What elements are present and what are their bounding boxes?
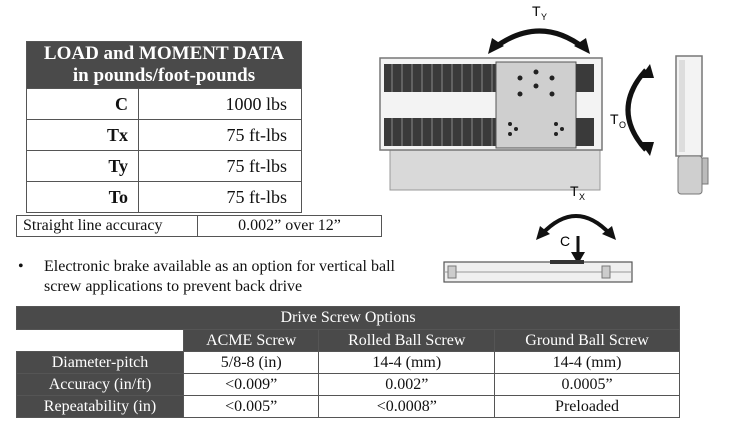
- slide-diagram: T Y T O: [379, 3, 709, 283]
- table-cell: 14-4 (mm): [494, 351, 680, 374]
- slide-end-view: [675, 55, 709, 195]
- table-row: Ty 75 ft-lbs: [26, 150, 302, 182]
- header-blank-cell: [16, 329, 184, 352]
- table-header-row: ACME Screw Rolled Ball Screw Ground Ball…: [16, 329, 680, 352]
- column-header: Rolled Ball Screw: [318, 329, 496, 352]
- table-row: Accuracy (in/ft) <0.009” 0.002” 0.0005”: [16, 373, 680, 396]
- load-table-header: LOAD and MOMENT DATA in pounds/foot-poun…: [26, 41, 302, 89]
- row-label: Diameter-pitch: [16, 351, 184, 374]
- tx-sub-label: X: [579, 192, 585, 202]
- drive-screw-table: Drive Screw Options ACME Screw Rolled Ba…: [16, 306, 680, 418]
- column-header: ACME Screw: [182, 329, 320, 352]
- load-value: 75 ft-lbs: [138, 181, 302, 213]
- tx-rotation-arrow: [540, 214, 612, 236]
- accuracy-table: Straight line accuracy 0.002” over 12”: [16, 215, 382, 237]
- ty-sub-label: Y: [541, 12, 547, 22]
- slide-top-view: [379, 57, 603, 191]
- table-cell: Preloaded: [494, 395, 680, 418]
- load-moment-table: LOAD and MOMENT DATA in pounds/foot-poun…: [26, 41, 302, 213]
- table-cell: <0.009”: [182, 373, 320, 396]
- c-label: C: [560, 233, 570, 249]
- to-sub-label: O: [619, 120, 626, 130]
- accuracy-label: Straight line accuracy: [16, 215, 198, 237]
- to-rotation-arrow: [625, 68, 648, 152]
- load-label: C: [26, 88, 139, 120]
- table-cell: 14-4 (mm): [318, 351, 496, 374]
- drive-table-title: Drive Screw Options: [16, 306, 680, 330]
- table-cell: 5/8-8 (in): [182, 351, 320, 374]
- bullet-icon: •: [18, 258, 24, 275]
- table-row: Diameter-pitch 5/8-8 (in) 14-4 (mm) 14-4…: [16, 351, 680, 374]
- load-label: To: [26, 181, 139, 213]
- slide-side-view: [443, 260, 633, 283]
- to-label: T: [610, 111, 619, 127]
- table-cell: <0.005”: [182, 395, 320, 418]
- table-row: Straight line accuracy 0.002” over 12”: [16, 215, 382, 237]
- load-table-title-line2: in pounds/foot-pounds: [72, 65, 256, 86]
- tx-label: T: [570, 183, 579, 199]
- load-label: Ty: [26, 150, 139, 182]
- ty-rotation-arrow: [492, 28, 586, 51]
- table-cell: 0.0005”: [494, 373, 680, 396]
- column-header: Ground Ball Screw: [494, 329, 680, 352]
- brake-note-text: Electronic brake available as an option …: [44, 258, 395, 295]
- load-label: Tx: [26, 119, 139, 151]
- load-value: 75 ft-lbs: [138, 150, 302, 182]
- accuracy-value: 0.002” over 12”: [197, 215, 382, 237]
- load-value: 75 ft-lbs: [138, 119, 302, 151]
- row-label: Accuracy (in/ft): [16, 373, 184, 396]
- row-label: Repeatability (in): [16, 395, 184, 418]
- load-table-title-line1: LOAD and MOMENT DATA: [43, 43, 285, 64]
- table-row: C 1000 lbs: [26, 88, 302, 120]
- table-row: Tx 75 ft-lbs: [26, 119, 302, 151]
- brake-note: • Electronic brake available as an optio…: [18, 257, 428, 297]
- table-cell: 0.002”: [318, 373, 496, 396]
- load-value: 1000 lbs: [138, 88, 302, 120]
- table-row: To 75 ft-lbs: [26, 181, 302, 213]
- table-cell: <0.0008”: [318, 395, 496, 418]
- table-row: Repeatability (in) <0.005” <0.0008” Prel…: [16, 395, 680, 418]
- ty-label: T: [532, 3, 541, 19]
